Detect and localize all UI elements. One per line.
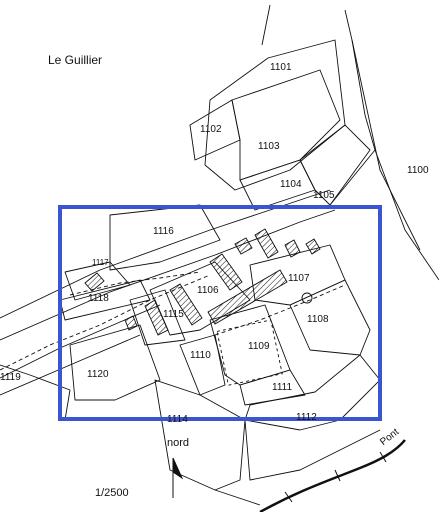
well-symbol <box>301 292 313 304</box>
parcel-boundary-1103 <box>231 69 341 181</box>
parcel-boundary-1112 <box>244 354 381 431</box>
building-1106-b <box>169 283 203 326</box>
parcel-label-1116: 1116 <box>153 226 174 237</box>
road-edge-south-2 <box>0 304 161 379</box>
lower-field-line <box>244 419 381 481</box>
parcel-boundary-1119 <box>0 364 71 421</box>
building-1115 <box>144 299 169 336</box>
scale-label: 1/2500 <box>95 487 129 499</box>
parcel-label-1114: 1114 <box>167 414 188 425</box>
parcel-boundary-1110 <box>179 334 226 396</box>
dashed-path-west <box>0 274 211 371</box>
parcel-label-1100: 1100 <box>407 165 429 176</box>
highlight-frame <box>58 205 382 421</box>
parcel-boundary-1111 <box>239 369 306 406</box>
road-edge-north <box>0 189 331 319</box>
parcel-label-1119: 1119 <box>0 372 21 383</box>
parcel-boundary-1101 <box>204 39 346 191</box>
parcel-label-1105: 1105 <box>313 190 335 201</box>
north-label: nord <box>167 437 190 449</box>
parcel-boundary-1114 <box>154 379 246 491</box>
parcel-boundary-outer-east <box>329 9 376 206</box>
parcel-label-1120: 1120 <box>87 369 109 380</box>
building-1107-b <box>305 238 321 255</box>
parcel-label-1108: 1108 <box>307 314 329 325</box>
parcel-label-1111: 1111 <box>272 382 293 393</box>
building-1117 <box>84 272 105 292</box>
parcel-boundary-1108 <box>289 279 371 356</box>
road-edge-south-3 <box>0 334 141 396</box>
parcel-label-1109: 1109 <box>248 341 270 352</box>
parcel-label-1112: 1112 <box>296 412 317 423</box>
road-edge-south <box>0 209 336 341</box>
parcel-boundary-1105 <box>299 124 371 206</box>
building-1116-b <box>234 237 253 255</box>
parcel-boundary-1117 <box>64 261 131 301</box>
dashed-path-inner <box>69 271 201 296</box>
road-pont <box>259 439 406 512</box>
parcel-boundary-1118 <box>59 279 151 321</box>
parcel-label-1117: 1117 <box>92 258 109 267</box>
lower-field-line-2 <box>214 489 261 506</box>
building-main <box>207 269 288 325</box>
hill-line-east-1 <box>351 39 421 251</box>
parcel-label-1106: 1106 <box>197 285 219 296</box>
parcel-label-1110: 1110 <box>190 350 211 361</box>
road-tick-3 <box>379 451 387 463</box>
road-tick-2 <box>334 469 341 482</box>
parcel-label-1107: 1107 <box>288 273 310 284</box>
locality-label: Le Guillier <box>48 53 103 67</box>
hill-line-east-2 <box>374 149 439 281</box>
parcel-label-1102: 1102 <box>200 124 222 135</box>
dashed-courtyard <box>216 319 283 386</box>
building-1107-a <box>284 239 301 258</box>
parcel-label-1118: 1118 <box>88 293 109 304</box>
parcel-boundary-1120 <box>69 324 161 401</box>
parcel-label-1104: 1104 <box>280 179 302 190</box>
north-arrow-icon <box>172 457 184 498</box>
hill-line-north <box>261 4 271 46</box>
road-tick-1 <box>284 491 293 503</box>
parcel-boundary-1115 <box>129 289 186 346</box>
parcel-label-1115: 1115 <box>163 309 184 320</box>
building-1116-a <box>254 228 279 259</box>
building-1106-a <box>209 253 243 291</box>
building-1115-small <box>124 315 138 331</box>
parcel-label-1101: 1101 <box>270 62 292 73</box>
parcel-label-1103: 1103 <box>258 141 280 152</box>
